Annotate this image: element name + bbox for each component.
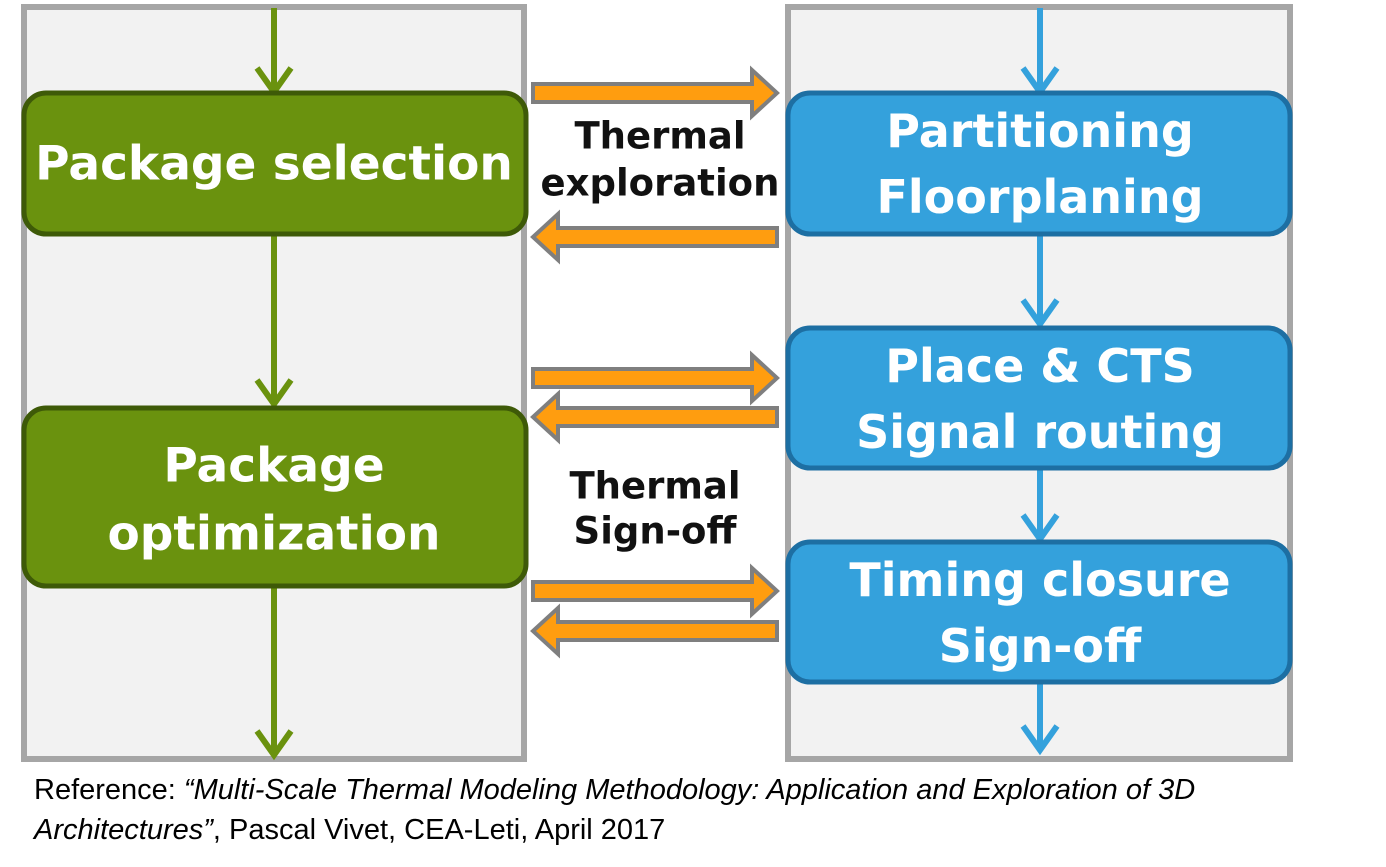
timing-closure-signoff-box: Timing closure Sign-off xyxy=(785,539,1293,685)
thermal-exploration-label: Thermal exploration xyxy=(541,115,780,205)
place-cts-routing-box: Place & CTS Signal routing xyxy=(785,325,1293,471)
right-arrow-icon xyxy=(531,350,780,406)
package-optimization-box: Package optimization xyxy=(21,405,529,589)
down-arrow-icon xyxy=(1020,684,1060,756)
box-label-line2: Floorplaning xyxy=(876,170,1203,224)
right-arrow-icon xyxy=(531,563,780,619)
reference-suffix: , Pascal Vivet, CEA-Leti, April 2017 xyxy=(212,814,666,846)
label-line1: Thermal xyxy=(569,465,740,508)
down-arrow-icon xyxy=(254,588,294,761)
label-line2: exploration xyxy=(541,162,780,205)
down-arrow-icon xyxy=(1020,470,1060,545)
box-label-line2: Signal routing xyxy=(856,405,1224,459)
box-label-line1: Partitioning xyxy=(886,104,1194,158)
left-arrow-icon xyxy=(530,209,779,265)
box-label-line1: Place & CTS xyxy=(885,339,1194,393)
flow-diagram: Package selection Package optimization P… xyxy=(21,4,1293,762)
partitioning-floorplaning-box: Partitioning Floorplaning xyxy=(785,90,1293,237)
thermal-exchange-arrows xyxy=(530,65,780,659)
label-line1: Thermal xyxy=(574,115,745,158)
reference-caption: Reference: “Multi-Scale Thermal Modeling… xyxy=(34,770,1364,850)
left-arrow-icon xyxy=(530,603,779,659)
box-label-line2: optimization xyxy=(108,507,441,562)
package-selection-box: Package selection xyxy=(21,90,529,237)
box-label-line1: Timing closure xyxy=(849,553,1230,607)
label-line2: Sign-off xyxy=(574,510,738,553)
right-arrow-icon xyxy=(531,65,780,121)
left-arrow-icon xyxy=(530,389,779,445)
down-arrow-icon xyxy=(254,236,294,410)
reference-prefix: Reference: xyxy=(34,774,184,806)
box-label: Package selection xyxy=(35,137,513,192)
down-arrow-icon xyxy=(1020,236,1060,330)
reference-title: “Multi-Scale Thermal Modeling Methodolog… xyxy=(34,774,1196,846)
thermal-signoff-label: Thermal Sign-off xyxy=(569,465,740,553)
box-label-line2: Sign-off xyxy=(939,619,1142,673)
box-label-line1: Package xyxy=(163,439,384,494)
